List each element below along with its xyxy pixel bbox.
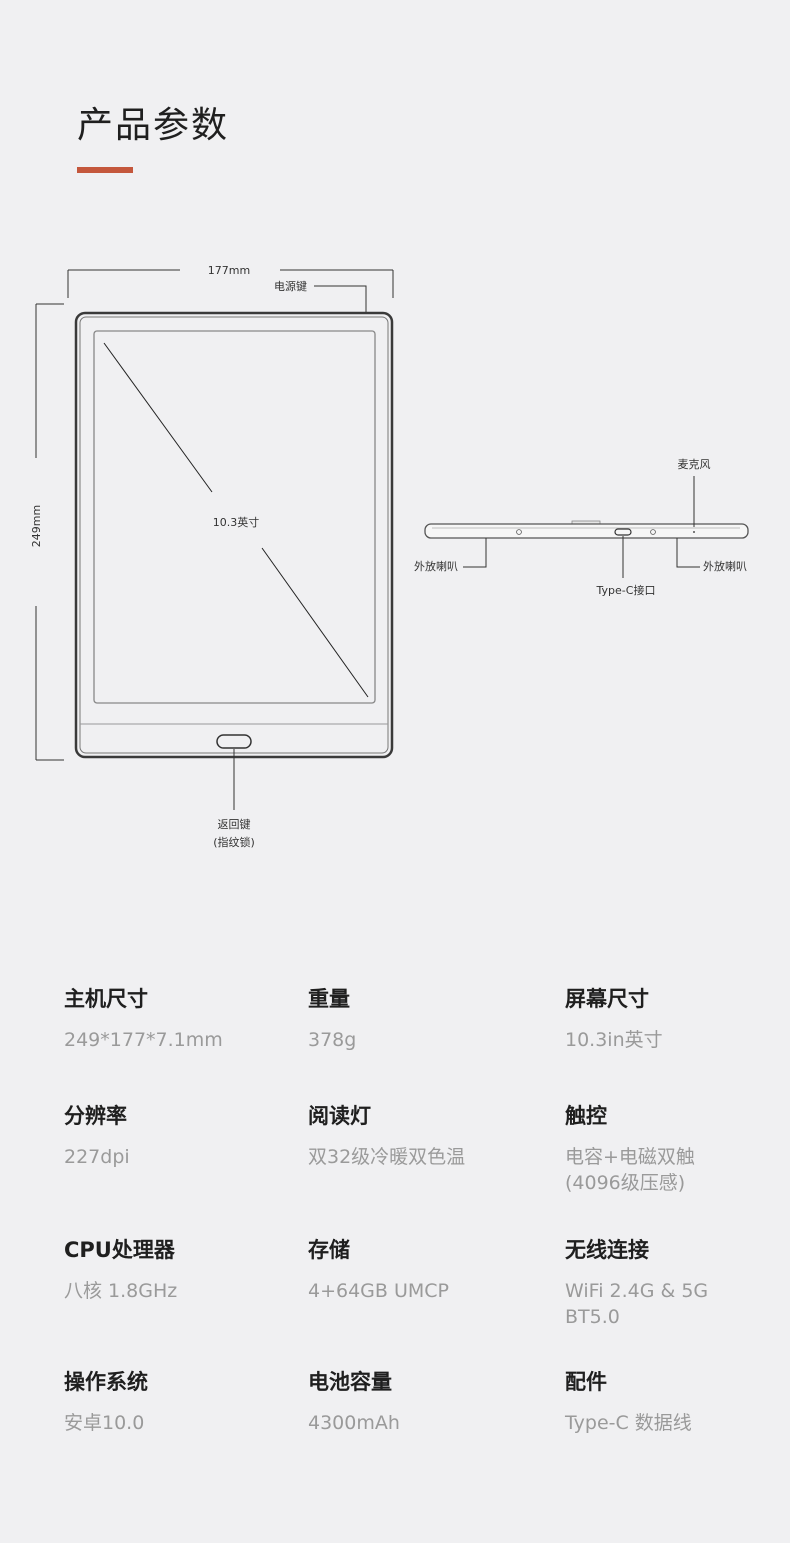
spec-label: 操作系统 — [64, 1370, 148, 1394]
spec-label: 主机尺寸 — [64, 987, 148, 1011]
spec-value: 10.3in英寸 — [565, 1029, 663, 1051]
spec-screen-size: 屏幕尺寸 10.3in英寸 — [565, 983, 663, 1053]
spec-touch: 触控 电容+电磁双触(4096级压感) — [565, 1100, 695, 1196]
microphone-label: 麦克风 — [678, 458, 711, 471]
spec-label: 存储 — [308, 1238, 350, 1262]
right-speaker-leader — [676, 538, 700, 568]
spec-label: 重量 — [308, 987, 350, 1011]
spec-battery: 电池容量 4300mAh — [308, 1366, 400, 1436]
spec-label: 阅读灯 — [308, 1104, 371, 1128]
height-label: 249mm — [30, 505, 43, 547]
spec-value: 4+64GB UMCP — [308, 1280, 450, 1302]
back-key-label: 返回键 — [218, 817, 251, 831]
device-diagram: 177mm 249mm 电源键 10.3英寸 返回键 (指纹锁) 麦克风 外放喇… — [30, 264, 749, 849]
spec-label: 分辨率 — [64, 1104, 127, 1128]
spec-grid: 主机尺寸 249*177*7.1mm 重量 378g 屏幕尺寸 10.3in英寸… — [64, 975, 764, 1495]
spec-value: 4300mAh — [308, 1412, 400, 1434]
left-speaker-label: 外放喇叭 — [414, 559, 458, 573]
spec-resolution: 分辨率 227dpi — [64, 1100, 130, 1170]
title-underline — [77, 167, 133, 173]
spec-label: 无线连接 — [565, 1238, 649, 1262]
spec-label: CPU处理器 — [64, 1238, 175, 1262]
spec-storage: 存储 4+64GB UMCP — [308, 1234, 449, 1304]
screen-size-label: 10.3英寸 — [213, 515, 260, 529]
spec-label: 电池容量 — [308, 1370, 392, 1394]
spec-label: 触控 — [565, 1104, 607, 1128]
spec-dimensions: 主机尺寸 249*177*7.1mm — [64, 983, 223, 1053]
height-dimension — [35, 303, 64, 761]
spec-accessories: 配件 Type-C 数据线 — [565, 1366, 692, 1436]
spec-cpu: CPU处理器 八核 1.8GHz — [64, 1234, 177, 1304]
spec-value: 电容+电磁双触(4096级压感) — [565, 1146, 695, 1194]
page-title: 产品参数 — [77, 105, 230, 146]
power-key-label: 电源键 — [274, 279, 307, 293]
device-side-view — [424, 520, 749, 539]
spec-value: 八核 1.8GHz — [64, 1280, 178, 1302]
left-speaker-leader — [463, 538, 487, 568]
right-speaker-label: 外放喇叭 — [703, 559, 747, 573]
spec-value: 双32级冷暖双色温 — [308, 1146, 466, 1168]
power-key-leader — [314, 285, 367, 312]
spec-value: 378g — [308, 1029, 357, 1051]
screen-area — [93, 330, 376, 704]
fingerprint-label: (指纹锁) — [213, 835, 255, 849]
spec-label: 配件 — [565, 1370, 607, 1394]
usb-port-label: Type-C接口 — [596, 584, 656, 597]
spec-reading-light: 阅读灯 双32级冷暖双色温 — [308, 1100, 465, 1170]
spec-weight: 重量 378g — [308, 983, 356, 1053]
spec-label: 屏幕尺寸 — [565, 987, 649, 1011]
spec-value: 249*177*7.1mm — [64, 1029, 223, 1051]
spec-value: Type-C 数据线 — [565, 1412, 692, 1434]
device-front-body — [74, 311, 394, 759]
spec-value: 227dpi — [64, 1146, 130, 1168]
back-key — [216, 734, 252, 749]
width-dimension — [67, 269, 394, 298]
spec-os: 操作系统 安卓10.0 — [64, 1366, 148, 1436]
spec-value: 安卓10.0 — [64, 1412, 145, 1434]
width-label: 177mm — [208, 264, 250, 277]
